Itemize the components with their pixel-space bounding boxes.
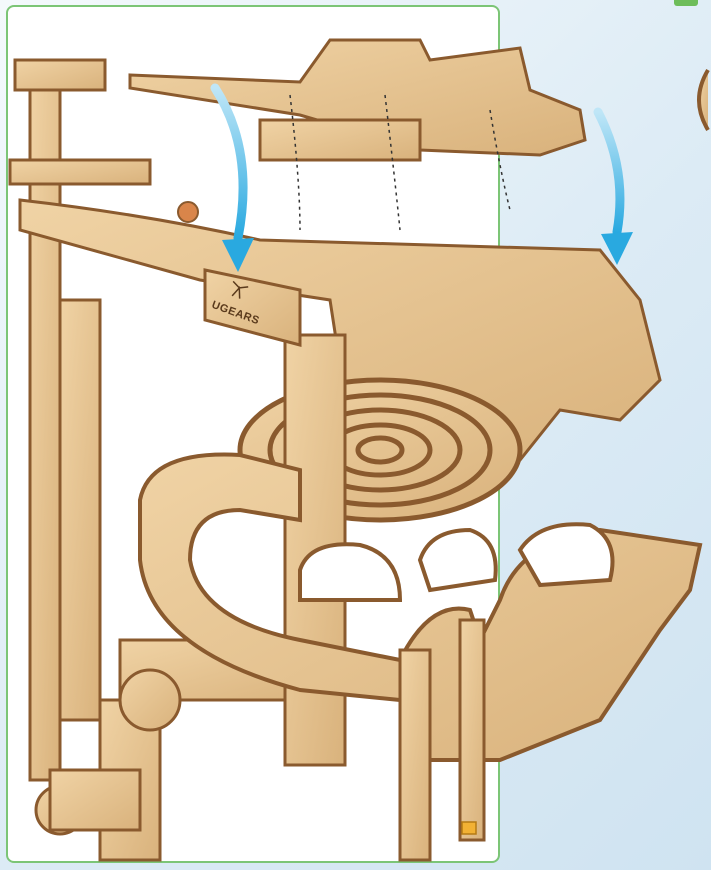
offscreen-part-edge — [699, 70, 708, 130]
peg-detail — [178, 202, 198, 222]
top-beam-part — [130, 40, 585, 160]
curved-down-arrow-right — [598, 112, 633, 265]
accent-marker — [462, 822, 476, 834]
